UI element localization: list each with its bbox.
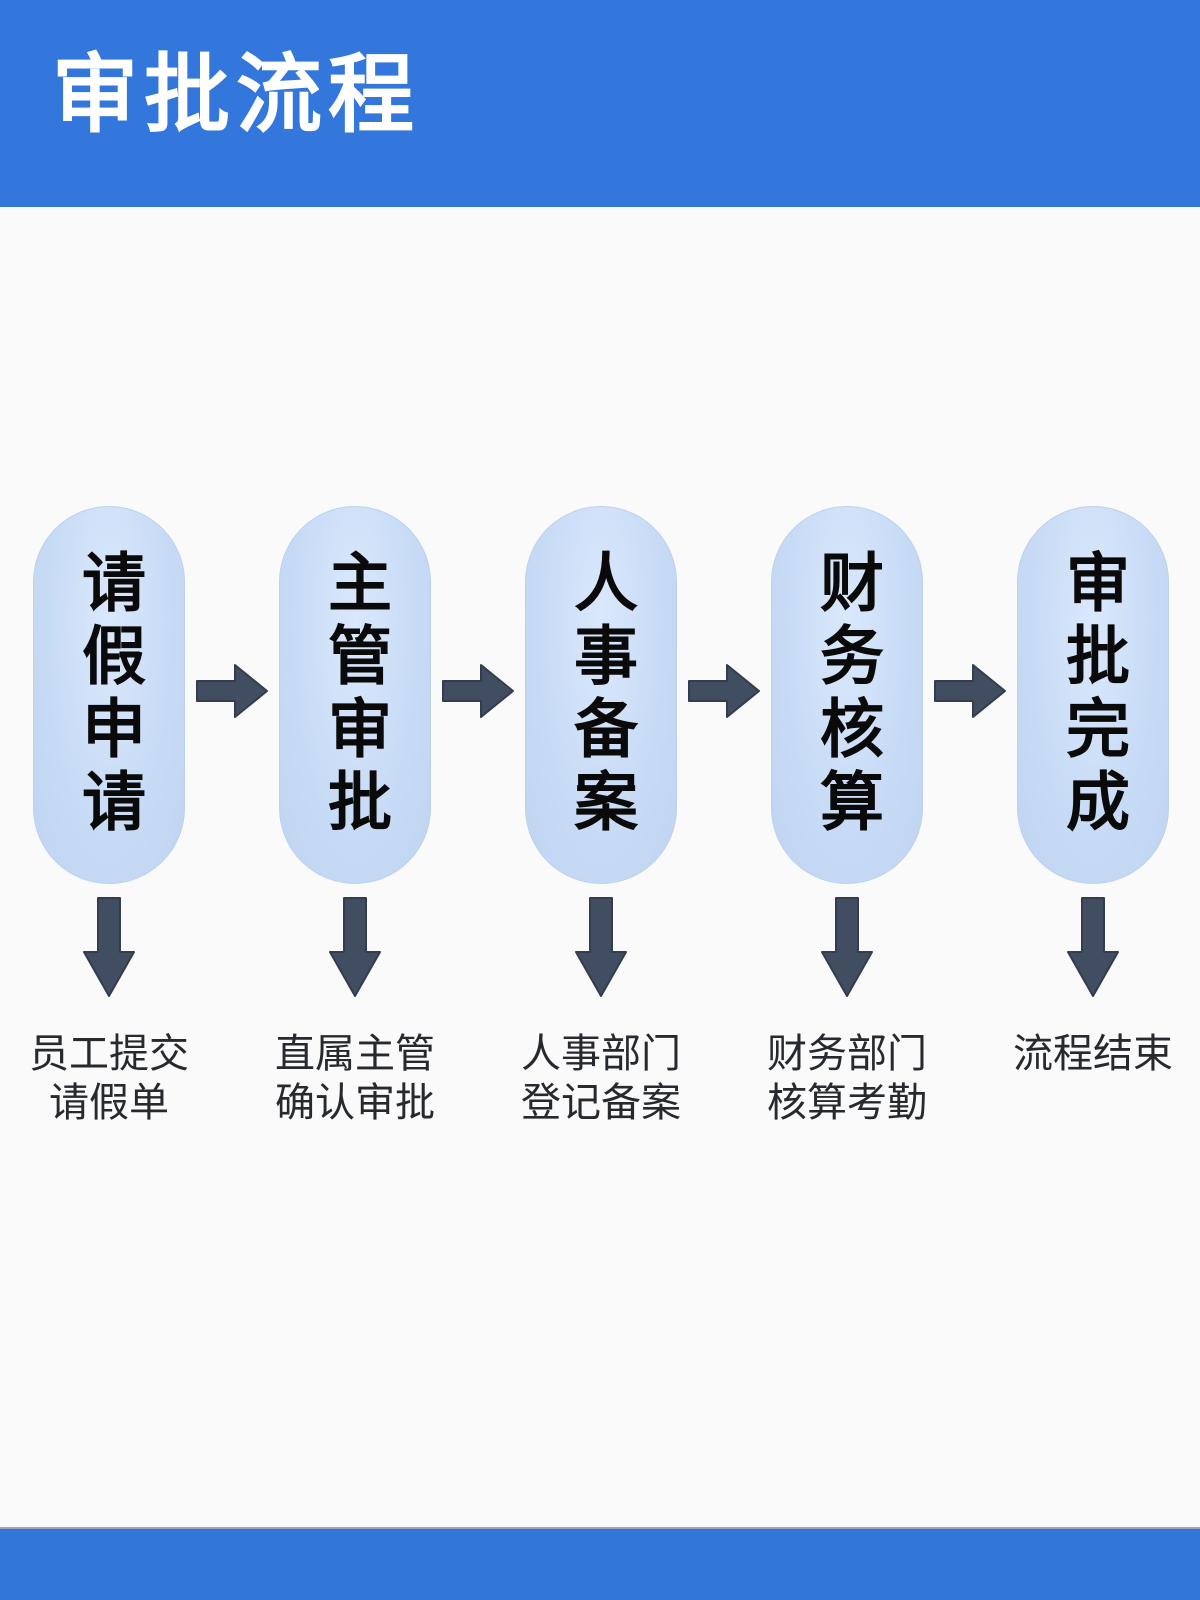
flow-node-label: 人事备案 <box>565 549 637 841</box>
header-banner: 审批流程 <box>0 0 1200 207</box>
footer-banner <box>0 1527 1200 1600</box>
down-arrow-icon <box>821 897 873 997</box>
flow-node: 审批完成 <box>1017 506 1169 884</box>
flow-node-label: 请假申请 <box>73 549 145 841</box>
right-arrow-icon <box>442 664 514 718</box>
flow-node-label: 主管审批 <box>319 549 391 841</box>
down-arrow-icon <box>329 897 381 997</box>
down-arrow-icon <box>1067 897 1119 997</box>
flow-step-caption: 人事部门 登记备案 <box>521 1032 681 1125</box>
flow-step-caption: 直属主管 确认审批 <box>275 1032 435 1125</box>
flow-step-caption: 财务部门 核算考勤 <box>767 1032 927 1125</box>
down-arrow-icon <box>83 897 135 997</box>
flow-node-label: 审批完成 <box>1057 549 1129 841</box>
flow-step-caption: 员工提交 请假单 <box>29 1032 189 1125</box>
flow-node: 主管审批 <box>279 506 431 884</box>
flow-node: 财务核算 <box>771 506 923 884</box>
flow-node: 人事备案 <box>525 506 677 884</box>
flow-node-label: 财务核算 <box>811 549 883 841</box>
flow-node: 请假申请 <box>33 506 185 884</box>
right-arrow-icon <box>196 664 268 718</box>
down-arrow-icon <box>575 897 627 997</box>
page-title: 审批流程 <box>52 47 420 143</box>
right-arrow-icon <box>688 664 760 718</box>
flow-step-caption: 流程结束 <box>1013 1032 1173 1076</box>
right-arrow-icon <box>934 664 1006 718</box>
